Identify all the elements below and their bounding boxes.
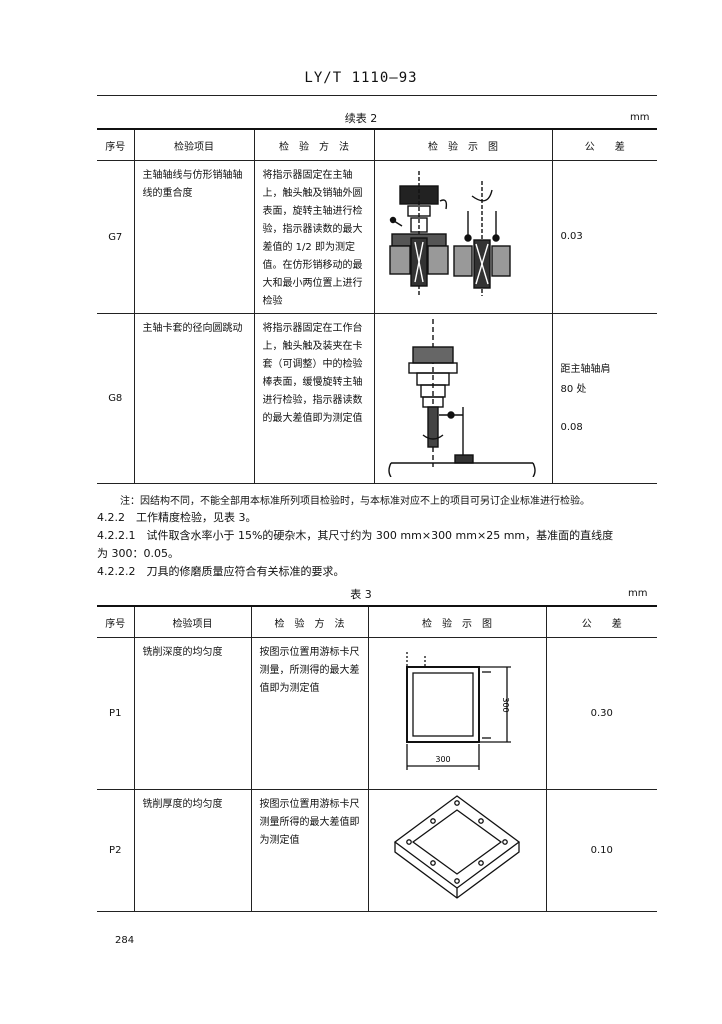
- row-item: 铣削厚度的均匀度: [133, 789, 252, 912]
- tolerance-line: 距主轴轴肩: [560, 363, 611, 375]
- col-header-tolerance: 公 差: [551, 128, 657, 161]
- table2-caption: 续表 2: [344, 112, 378, 125]
- row-figure: [373, 160, 553, 314]
- standard-code: LY/T 1110—93: [304, 70, 418, 86]
- col-header-item: 检验项目: [133, 605, 252, 638]
- row-method: 将指示器固定在工作台上，触头触及装夹在卡套（可调整）中的检验棒表面，缓慢旋转主轴…: [253, 313, 375, 484]
- paragraph: 4.2.2 工作精度检验，见表 3。: [97, 511, 257, 524]
- table3: 序号 检验项目 检 验 方 法 检 验 示 图 公 差 P1 铣削深度的均匀度 …: [97, 605, 657, 912]
- dim-label-vertical: 300: [501, 697, 510, 712]
- header-rule: [97, 95, 657, 96]
- table3-header-row: 序号 检验项目 检 验 方 法 检 验 示 图 公 差: [97, 605, 657, 638]
- row-method: 按图示位置用游标卡尺测量，所测得的最大差值即为测定值: [250, 637, 369, 790]
- row-figure: [373, 313, 553, 484]
- col-header-figure: 检 验 示 图: [367, 605, 547, 638]
- page-number: 284: [115, 935, 135, 946]
- tolerance-line: 80 处: [560, 383, 587, 395]
- row-code: G8: [97, 313, 135, 484]
- col-header-method: 检 验 方 法: [250, 605, 369, 638]
- spindle-coaxiality-diagram: [389, 170, 511, 296]
- col-header-no: 序号: [97, 605, 135, 638]
- table3-caption: 表 3: [350, 588, 372, 601]
- paragraph: 为 300：0.05。: [97, 547, 179, 560]
- row-figure: [367, 789, 547, 912]
- paragraph: 4.2.2.1 试件取含水率小于 15%的硬杂木，其尺寸约为 300 mm×30…: [97, 529, 614, 542]
- table3-unit: mm: [628, 588, 648, 599]
- thickness-uniformity-diagram: [393, 794, 521, 899]
- row-tolerance: 距主轴轴肩 80 处 0.08: [551, 313, 658, 484]
- row-tolerance: 0.10: [545, 789, 657, 912]
- col-header-no: 序号: [97, 128, 135, 161]
- row-tolerance: 0.30: [545, 637, 657, 790]
- row-method: 将指示器固定在主轴上，触头触及销轴外圆表面，旋转主轴进行检验，指示器读数的最大差…: [253, 160, 375, 314]
- dim-label-horizontal: 300: [435, 755, 450, 764]
- row-code: G7: [97, 160, 135, 314]
- table2: 序号 检验项目 检 验 方 法 检 验 示 图 公 差 G7 主轴轴线与仿形销轴…: [97, 128, 657, 484]
- row-tolerance: 0.03: [551, 160, 657, 314]
- tolerance-line: 0.08: [560, 421, 583, 433]
- row-figure: 300 300: [367, 637, 547, 790]
- col-header-method: 检 验 方 法: [253, 128, 375, 161]
- depth-uniformity-diagram: 300 300: [406, 652, 511, 770]
- table-row: P2 铣削厚度的均匀度 按图示位置用游标卡尺测量所得的最大差值即为测定值: [97, 789, 657, 912]
- row-code: P2: [97, 789, 135, 912]
- table2-header-row: 序号 检验项目 检 验 方 法 检 验 示 图 公 差: [97, 128, 657, 161]
- chuck-runout-diagram: [388, 319, 536, 478]
- row-code: P1: [97, 637, 135, 790]
- table2-note: 注：因结构不同，不能全部用本标准所列项目检验时，与本标准对应不上的项目可另订企业…: [120, 496, 590, 507]
- row-item: 铣削深度的均匀度: [133, 637, 252, 790]
- row-item: 主轴卡套的径向圆跳动: [133, 313, 255, 484]
- table2-unit: mm: [630, 112, 650, 123]
- table-row: G7 主轴轴线与仿形销轴轴线的重合度 将指示器固定在主轴上，触头触及销轴外圆表面…: [97, 160, 657, 314]
- col-header-tolerance: 公 差: [545, 605, 657, 638]
- table-row: G8 主轴卡套的径向圆跳动 将指示器固定在工作台上，触头触及装夹在卡套（可调整）…: [97, 313, 658, 484]
- table-row: P1 铣削深度的均匀度 按图示位置用游标卡尺测量，所测得的最大差值即为测定值: [97, 637, 657, 790]
- col-header-figure: 检 验 示 图: [373, 128, 553, 161]
- tolerance-line: [561, 400, 658, 418]
- col-header-item: 检验项目: [133, 128, 255, 161]
- row-method: 按图示位置用游标卡尺测量所得的最大差值即为测定值: [250, 789, 369, 912]
- row-item: 主轴轴线与仿形销轴轴线的重合度: [133, 160, 255, 314]
- paragraph: 4.2.2.2 刀具的修磨质量应符合有关标准的要求。: [97, 565, 345, 578]
